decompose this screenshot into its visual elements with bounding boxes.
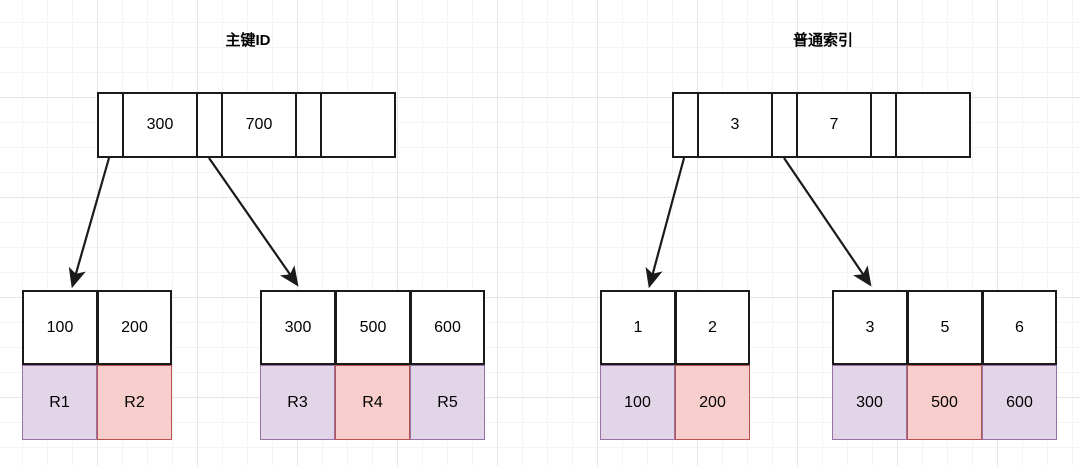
left-root-pointer-2 [297, 94, 322, 156]
left-leaf2-key-0: 300 [260, 290, 335, 365]
right-leaf2-key-0: 3 [832, 290, 907, 365]
right-leaf2-value-2: 600 [982, 365, 1057, 440]
right-leaf1-value-0: 100 [600, 365, 675, 440]
right-leaf1-key-1: 2 [675, 290, 750, 365]
leaf-cell: 3 300 [832, 290, 907, 440]
leaf-cell: 200 R2 [97, 290, 172, 440]
leaf-cell: 1 100 [600, 290, 675, 440]
right-root-key-1: 7 [798, 94, 872, 156]
left-leaf2-value-1: R4 [335, 365, 410, 440]
right-root-node: 3 7 [672, 92, 971, 158]
edge-right-root-to-leaf1 [645, 157, 686, 289]
right-leaf2-value-0: 300 [832, 365, 907, 440]
edge-right-root-to-leaf2 [783, 157, 872, 287]
leaf-cell: 500 R4 [335, 290, 410, 440]
edge-left-root-to-leaf2 [208, 157, 299, 287]
right-root-pointer-0 [674, 94, 699, 156]
left-leaf2-key-2: 600 [410, 290, 485, 365]
left-tree-title: 主键ID [225, 32, 271, 49]
right-leaf-node-2: 3 300 5 500 6 600 [832, 290, 1057, 440]
leaf-cell: 600 R5 [410, 290, 485, 440]
left-root-node: 300 700 [97, 92, 396, 158]
right-root-pointer-1 [773, 94, 798, 156]
right-root-key-0: 3 [699, 94, 773, 156]
left-leaf1-key-1: 200 [97, 290, 172, 365]
leaf-cell: 6 600 [982, 290, 1057, 440]
left-leaf1-key-0: 100 [22, 290, 97, 365]
edge-left-root-to-leaf1 [68, 157, 111, 289]
left-leaf2-value-0: R3 [260, 365, 335, 440]
leaf-cell: 5 500 [907, 290, 982, 440]
right-leaf2-key-1: 5 [907, 290, 982, 365]
left-leaf-node-1: 100 R1 200 R2 [22, 290, 172, 440]
left-root-key-2 [322, 94, 396, 156]
left-root-key-0: 300 [124, 94, 198, 156]
left-root-pointer-1 [198, 94, 223, 156]
left-leaf2-key-1: 500 [335, 290, 410, 365]
right-root-pointer-2 [872, 94, 897, 156]
left-leaf2-value-2: R5 [410, 365, 485, 440]
right-tree-title: 普通索引 [792, 32, 853, 49]
right-leaf2-value-1: 500 [907, 365, 982, 440]
leaf-cell: 100 R1 [22, 290, 97, 440]
right-leaf-node-1: 1 100 2 200 [600, 290, 750, 440]
leaf-cell: 2 200 [675, 290, 750, 440]
left-leaf-node-2: 300 R3 500 R4 600 R5 [260, 290, 485, 440]
left-root-pointer-0 [99, 94, 124, 156]
left-leaf1-value-0: R1 [22, 365, 97, 440]
left-leaf1-value-1: R2 [97, 365, 172, 440]
right-leaf2-key-2: 6 [982, 290, 1057, 365]
right-leaf1-key-0: 1 [600, 290, 675, 365]
leaf-cell: 300 R3 [260, 290, 335, 440]
left-root-key-1: 700 [223, 94, 297, 156]
right-leaf1-value-1: 200 [675, 365, 750, 440]
right-root-key-2 [897, 94, 971, 156]
